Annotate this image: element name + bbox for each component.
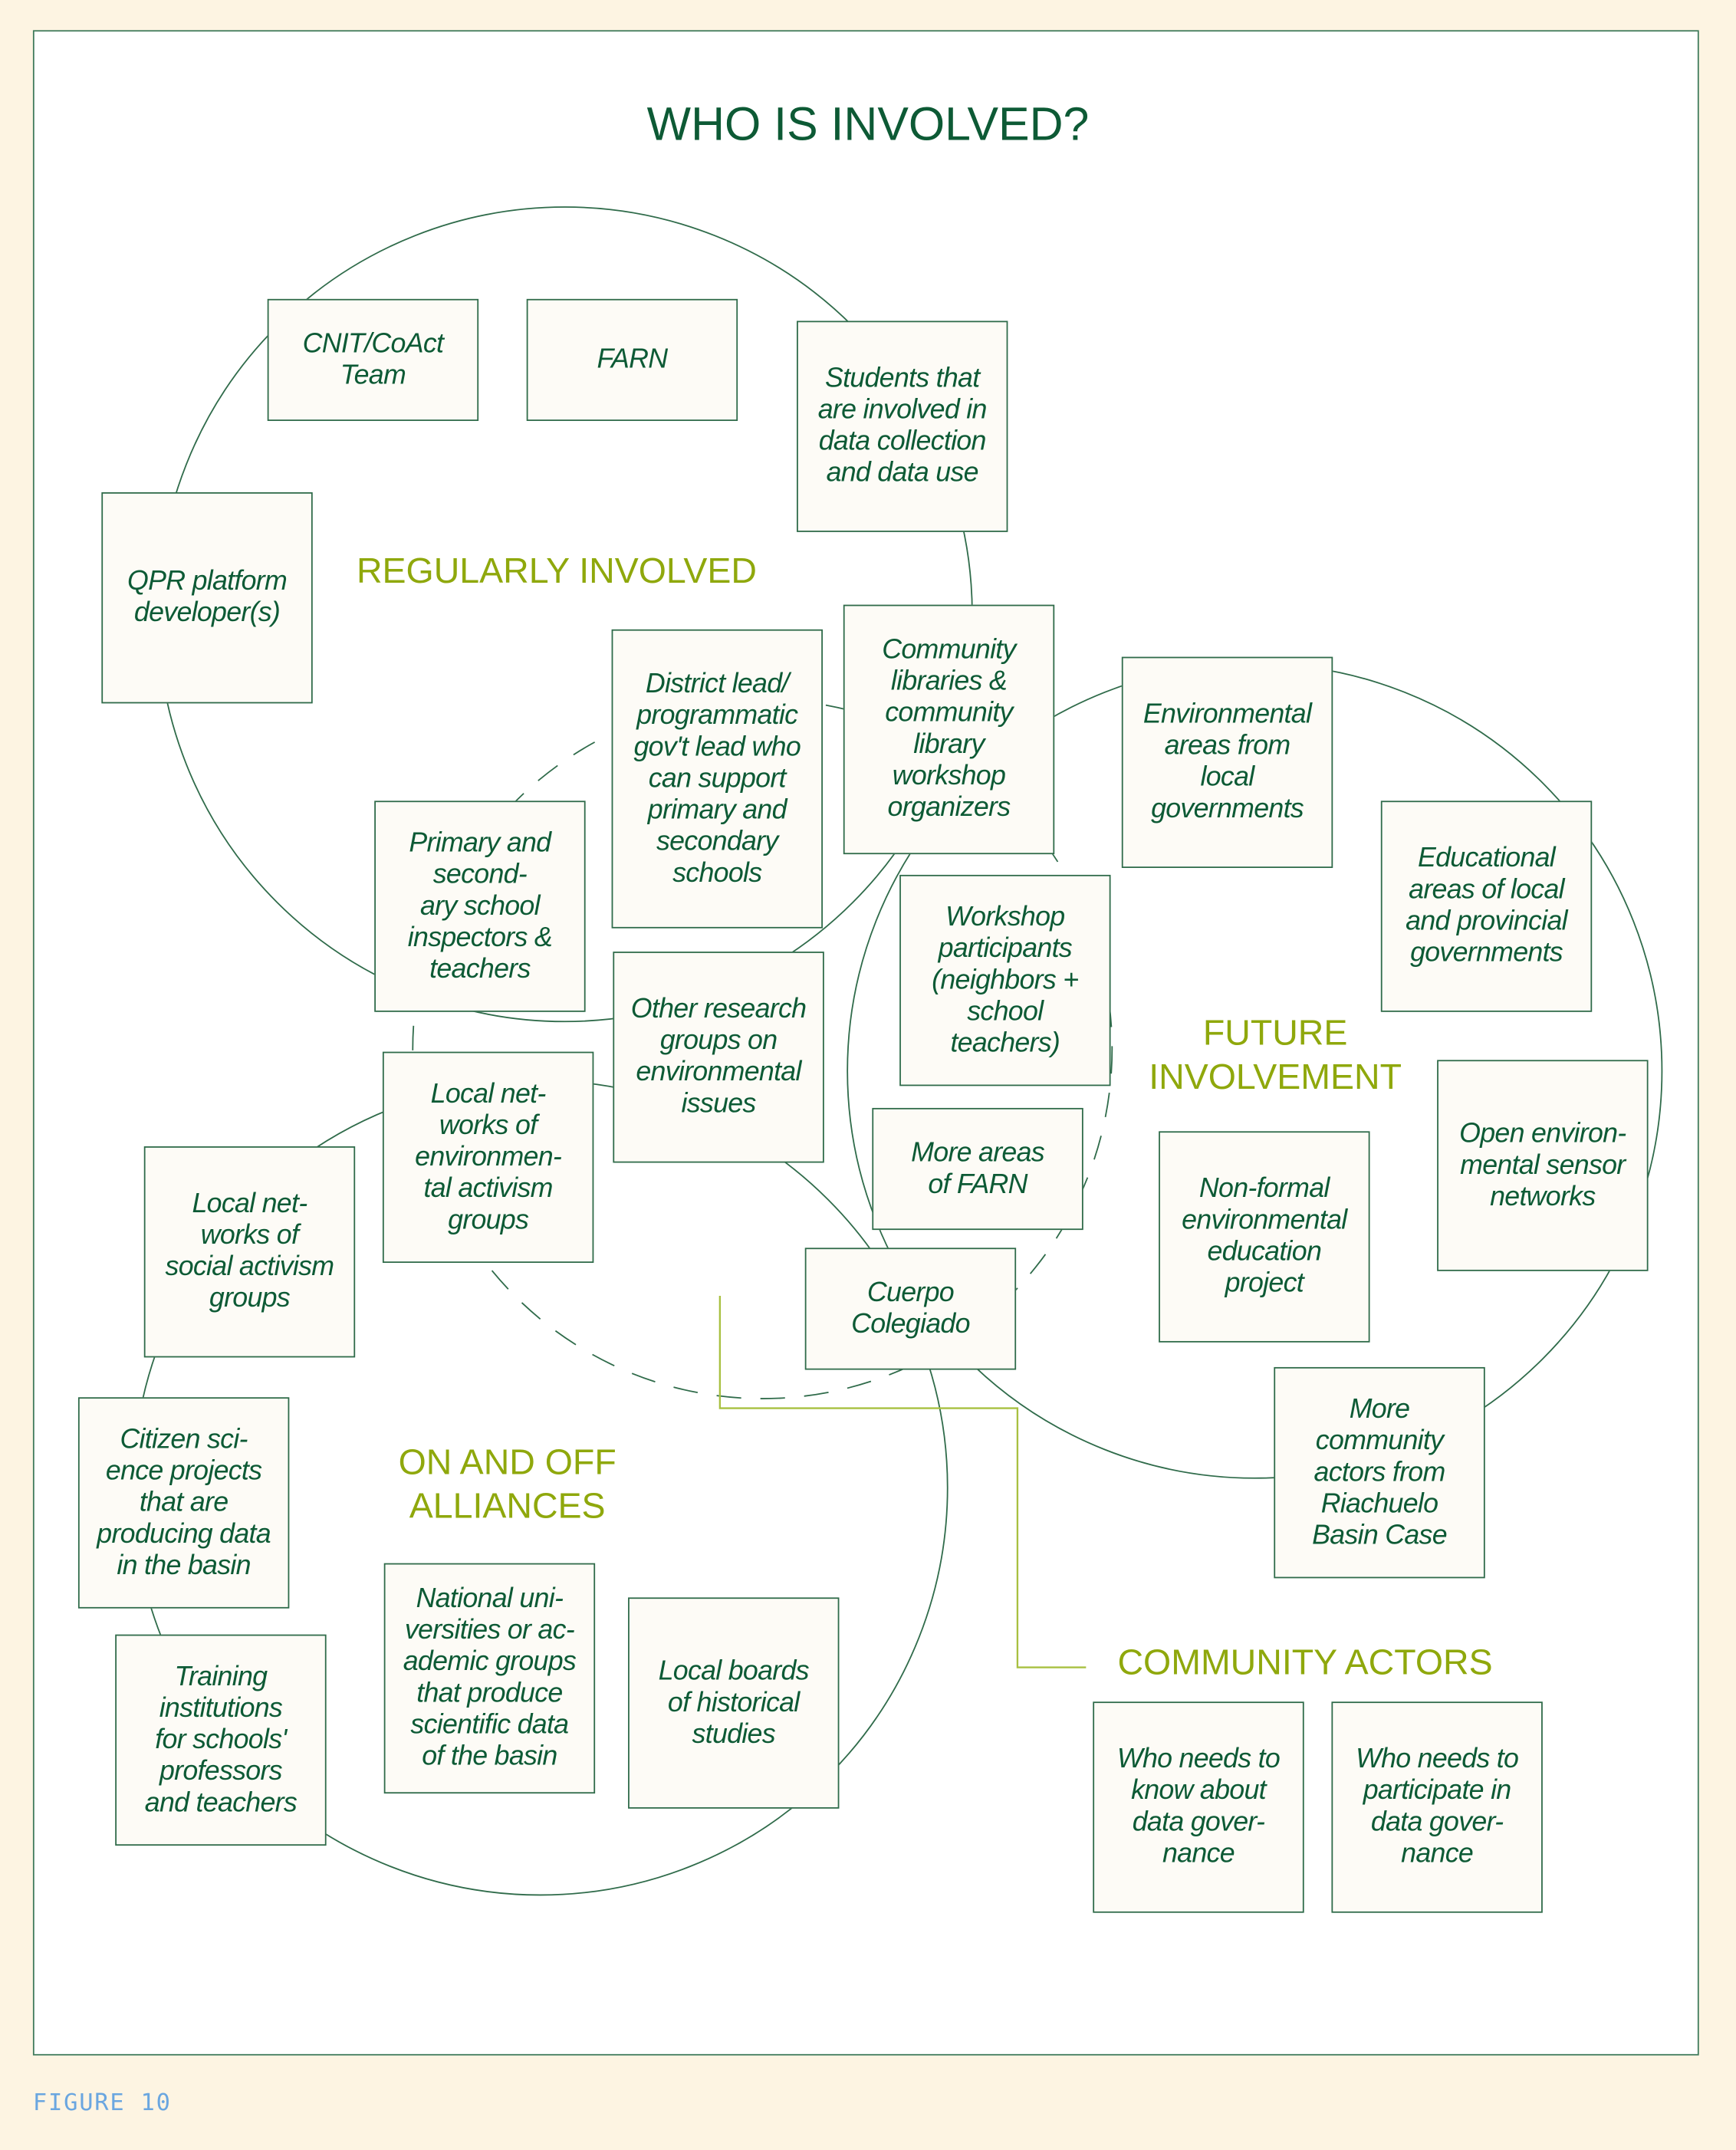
box-text: District lead/ programmatic gov't lead w… — [633, 668, 801, 888]
figure-caption: FIGURE 10 — [32, 2089, 172, 2118]
label-on-and-off-alliances: ON AND OFF ALLIANCES — [398, 1441, 616, 1527]
box-text: Training institutions for schools' profe… — [144, 1661, 298, 1818]
box-text: More community actors from Riachuelo Bas… — [1312, 1393, 1447, 1550]
box-text: Environmental areas from local governmen… — [1143, 699, 1312, 824]
page-title: WHO IS INVOLVED? — [646, 98, 1090, 151]
label-regularly-involved: REGULARLY INVOLVED — [356, 550, 757, 591]
box-text: Citizen sci- ence projects that are prod… — [97, 1424, 271, 1581]
box-text: FARN — [597, 344, 668, 375]
box-environmental-areas: Environmental areas from local governmen… — [1121, 656, 1333, 868]
box-text: Local boards of historical studies — [658, 1655, 810, 1749]
box-text: Workshop participants (neighbors + schoo… — [932, 901, 1079, 1058]
box-educational-areas: Educational areas of local and provincia… — [1380, 800, 1593, 1012]
box-school-inspectors: Primary and second- ary school inspector… — [374, 800, 586, 1012]
box-social-activism: Local net- works of social activism grou… — [143, 1146, 356, 1358]
box-text: QPR platform developer(s) — [127, 566, 288, 629]
box-text: Primary and second- ary school inspector… — [407, 827, 553, 985]
box-text: CNIT/CoAct Team — [302, 328, 444, 390]
box-sensor-networks: Open environ- mental sensor networks — [1437, 1060, 1649, 1271]
box-citizen-science: Citizen sci- ence projects that are prod… — [77, 1397, 290, 1609]
box-national-universities: National uni- versities or ac- ademic gr… — [383, 1563, 596, 1794]
box-qpr-developers: QPR platform developer(s) — [101, 491, 313, 704]
box-need-to-participate: Who needs to participate in data gover- … — [1331, 1701, 1543, 1913]
box-need-to-know: Who needs to know about data gover- nanc… — [1093, 1701, 1304, 1913]
box-other-research-groups: Other research groups on environmental i… — [613, 952, 824, 1163]
box-text: Non-formal environmental education proje… — [1182, 1173, 1347, 1299]
box-text: Other research groups on environmental i… — [630, 994, 807, 1119]
box-community-libraries: Community libraries & community library … — [843, 604, 1055, 855]
box-text: Local net- works of social activism grou… — [165, 1188, 335, 1314]
box-text: Open environ- mental sensor networks — [1459, 1118, 1626, 1211]
box-more-areas-farn: More areas of FARN — [872, 1107, 1083, 1231]
box-farn: FARN — [526, 298, 738, 422]
box-text: Educational areas of local and provincia… — [1406, 843, 1567, 968]
box-text: More areas of FARN — [911, 1137, 1044, 1199]
box-text: Local net- works of environmen- tal acti… — [415, 1078, 562, 1235]
box-historical-boards: Local boards of historical studies — [628, 1597, 840, 1809]
box-environmental-activism: Local net- works of environmen- tal acti… — [382, 1051, 594, 1264]
community-actors-connector — [718, 1295, 1087, 1668]
box-cuerpo-colegiado: Cuerpo Colegiado — [804, 1248, 1017, 1370]
box-text: Who needs to participate in data gover- … — [1356, 1744, 1519, 1869]
box-text: Who needs to know about data gover- nanc… — [1116, 1744, 1281, 1869]
box-text: National uni- versities or ac- ademic gr… — [403, 1583, 577, 1772]
box-training-institutions: Training institutions for schools' profe… — [115, 1634, 327, 1846]
box-text: Community libraries & community library … — [882, 634, 1016, 823]
label-future-involvement: FUTURE INVOLVEMENT — [1149, 1011, 1402, 1097]
box-text: Students that are involved in data colle… — [817, 363, 988, 488]
box-students: Students that are involved in data colle… — [797, 321, 1008, 532]
label-community-actors: COMMUNITY ACTORS — [1117, 1641, 1493, 1683]
box-district-lead: District lead/ programmatic gov't lead w… — [611, 629, 823, 929]
box-workshop-participants: Workshop participants (neighbors + schoo… — [899, 874, 1111, 1087]
box-cnit-coact-team: CNIT/CoAct Team — [267, 298, 479, 422]
box-riachuelo-actors: More community actors from Riachuelo Bas… — [1274, 1366, 1485, 1579]
box-text: Cuerpo Colegiado — [851, 1277, 970, 1340]
box-non-formal-education: Non-formal environmental education proje… — [1159, 1131, 1370, 1343]
